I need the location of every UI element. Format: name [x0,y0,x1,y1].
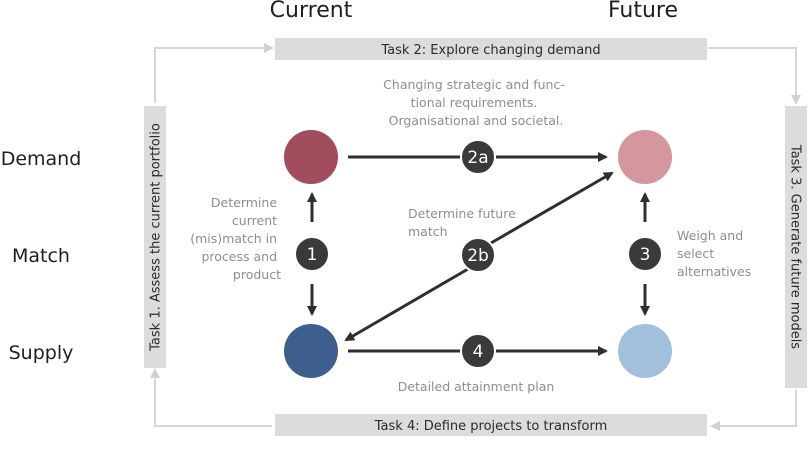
note-3: Weigh and select alternatives [677,228,751,279]
step-badge-2b-label: 2b [467,246,489,266]
cycle-arrow-task3-to-task4 [710,390,797,431]
step-badge-4-label: 4 [473,342,484,362]
note-1-line: process and [201,249,277,264]
task1-label: Task 1. Assess the current portfolio [149,123,164,352]
row-header-demand: Demand [1,148,82,170]
task2-bar [275,38,707,60]
step-badge-4: 4 [460,333,496,369]
step-badge-1-circle [294,236,330,272]
future-supply-circle [618,324,672,378]
step-badge-2a-label: 2a [467,148,488,168]
step-badge-3-label: 3 [640,245,651,265]
note-4: Detailed attainment plan [398,379,555,394]
note-3-line: select [677,246,714,261]
arrow-2b-to-current-supply [344,267,469,342]
step-badge-3-circle [627,236,663,272]
note-2a-line: tional requirements. [411,95,538,110]
note-2b: Determine future match [408,206,520,239]
note-2b-line: Determine future [408,206,516,221]
cycle-arrow-task1-to-task2 [154,43,274,103]
note-2a: Changing strategic and func- tional requ… [383,77,569,128]
arrow-2b-to-future-demand [490,171,614,245]
step-badge-2a-circle [460,139,496,175]
step-badge-2a: 2a [460,139,496,175]
cycle-arrow-task4-to-task1 [150,368,272,427]
column-header-current: Current [270,0,353,23]
note-1-line: Determine [211,195,277,210]
note-2a-line: Changing strategic and func- [383,77,565,92]
task4-label: Task 4: Define projects to transform [374,419,607,434]
note-1-line: current [232,213,277,228]
current-supply-circle [284,324,338,378]
future-demand-circle [618,130,672,184]
step-badge-3: 3 [627,236,663,272]
row-header-supply: Supply [9,342,74,364]
column-header-future: Future [608,0,678,23]
task-cycle-arrows [150,43,801,431]
task3-bar [785,106,807,388]
task3-label: Task 3. Generate future models [788,144,803,349]
step-badge-1-label: 1 [307,245,318,265]
step-badge-2b: 2b [460,237,496,273]
step-badge-4-circle [460,333,496,369]
task1-bar [144,106,166,368]
note-2b-line: match [408,224,448,239]
task2-label: Task 2: Explore changing demand [380,43,600,58]
note-1: Determine current (mis)match in process … [190,195,281,282]
task4-bar [275,414,707,436]
step-badge-1: 1 [294,236,330,272]
note-2a-line: Organisational and societal. [389,113,564,128]
note-3-line: alternatives [677,264,751,279]
note-1-line: product [233,267,281,282]
cycle-arrow-task2-to-task3 [708,47,801,105]
note-3-line: Weigh and [677,228,743,243]
step-badge-2b-circle [460,237,496,273]
note-1-line: (mis)match in [190,231,277,246]
row-header-match: Match [12,245,70,267]
current-demand-circle [284,130,338,184]
